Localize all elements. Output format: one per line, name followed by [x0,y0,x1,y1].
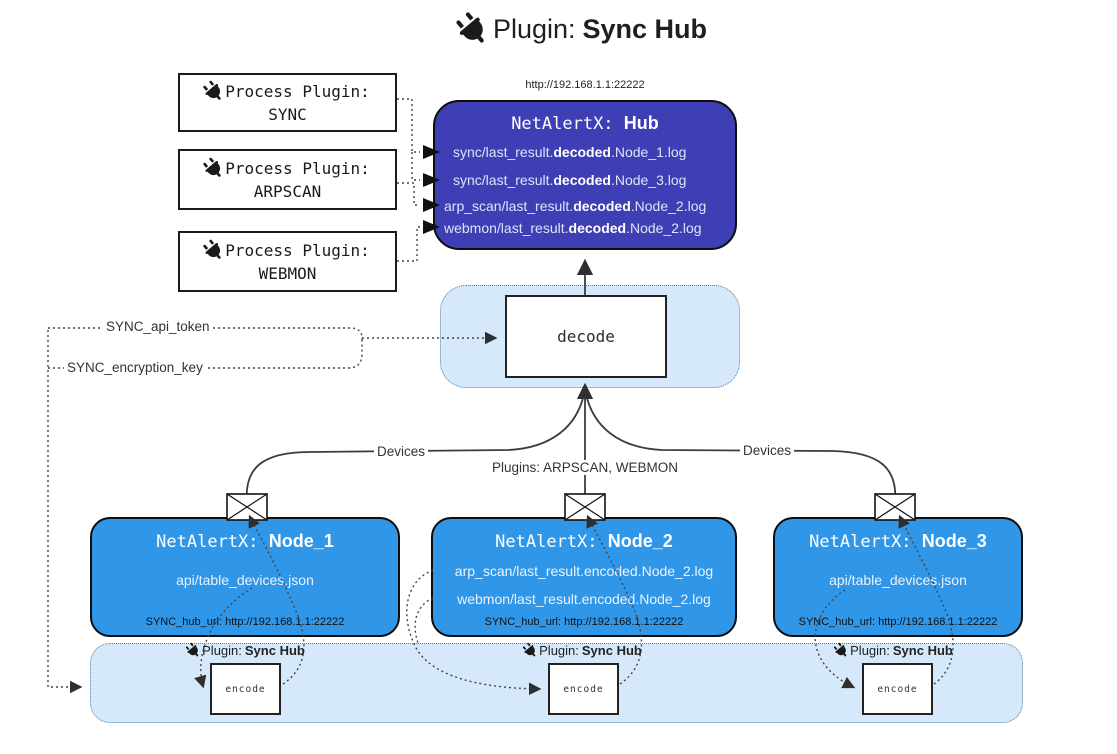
node-file-line: api/table_devices.json [176,572,314,588]
decode-box: decode [505,295,667,378]
encode-box-1: encode [210,663,281,715]
node-title: NetAlertX: Node_2 [495,531,673,552]
node-title: NetAlertX: Node_3 [809,531,987,552]
process-plugin-name: ARPSCAN [253,182,322,201]
node-hub-url: SYNC_hub_url: http://192.168.1.1:22222 [145,616,345,628]
plug-icon [832,641,851,660]
hub-url: http://192.168.1.1:22222 [525,79,645,91]
plug-icon [184,641,203,660]
band-plugin-label-3: Plugin: Sync Hub [835,643,953,658]
band-plugin-label-2: Plugin: Sync Hub [524,643,642,658]
edge-label-devices-left: Devices [373,444,429,459]
plug-icon [200,237,227,264]
sync-encryption-key-label: SYNC_encryption_key [64,360,206,375]
process-plugin-name: SYNC [268,105,307,124]
node-hub-url: SYNC_hub_url: http://192.168.1.1:22222 [484,616,684,628]
band-plugin-label-1: Plugin: Sync Hub [187,643,305,658]
node-title: NetAlertX: Node_1 [156,531,334,552]
plug-icon [200,155,227,182]
plug-icon [452,8,494,51]
hub-log-line: arp_scan/last_result.decoded.Node_2.log [444,198,707,214]
sync-api-token-label: SYNC_api_token [103,319,213,334]
process-plugin-name: WEBMON [258,264,317,283]
plug-icon [521,641,540,660]
hub-title: NetAlertX: Hub [511,113,659,134]
hub-log-line: webmon/last_result.decoded.Node_2.log [444,220,702,236]
process-plugin-box-sync: Process Plugin: SYNC [178,73,397,132]
node-file-line: api/table_devices.json [829,572,967,588]
process-plugin-box-arpscan: Process Plugin: ARPSCAN [178,149,397,210]
process-plugin-box-webmon: Process Plugin: WEBMON [178,231,397,292]
hub-log-line: sync/last_result.decoded.Node_1.log [453,144,687,160]
encode-box-3: encode [862,663,933,715]
process-plugin-label: Process Plugin: [225,159,370,178]
process-plugin-label: Process Plugin: [225,241,370,260]
hub-log-line: sync/last_result.decoded.Node_3.log [453,172,687,188]
process-plugin-label: Process Plugin: [225,82,370,101]
encode-box-2: encode [548,663,619,715]
node-hub-url: SYNC_hub_url: http://192.168.1.1:22222 [798,616,998,628]
node-1-box: NetAlertX: Node_1 api/table_devices.json… [90,517,400,637]
plug-icon [200,78,227,105]
node-file-line: arp_scan/last_result.encoded.Node_2.log [454,563,714,579]
node-3-box: NetAlertX: Node_3 api/table_devices.json… [773,517,1023,637]
edge-label-plugins: Plugins: ARPSCAN, WEBMON [488,460,682,475]
node-file-line: webmon/last_result.encoded.Node_2.log [457,591,711,607]
edge-label-devices-right: Devices [739,443,795,458]
page-title: Plugin: Sync Hub [459,13,707,46]
hub-box: NetAlertX: Hub sync/last_result.decoded.… [433,100,737,250]
node-2-box: NetAlertX: Node_2 arp_scan/last_result.e… [431,517,737,637]
